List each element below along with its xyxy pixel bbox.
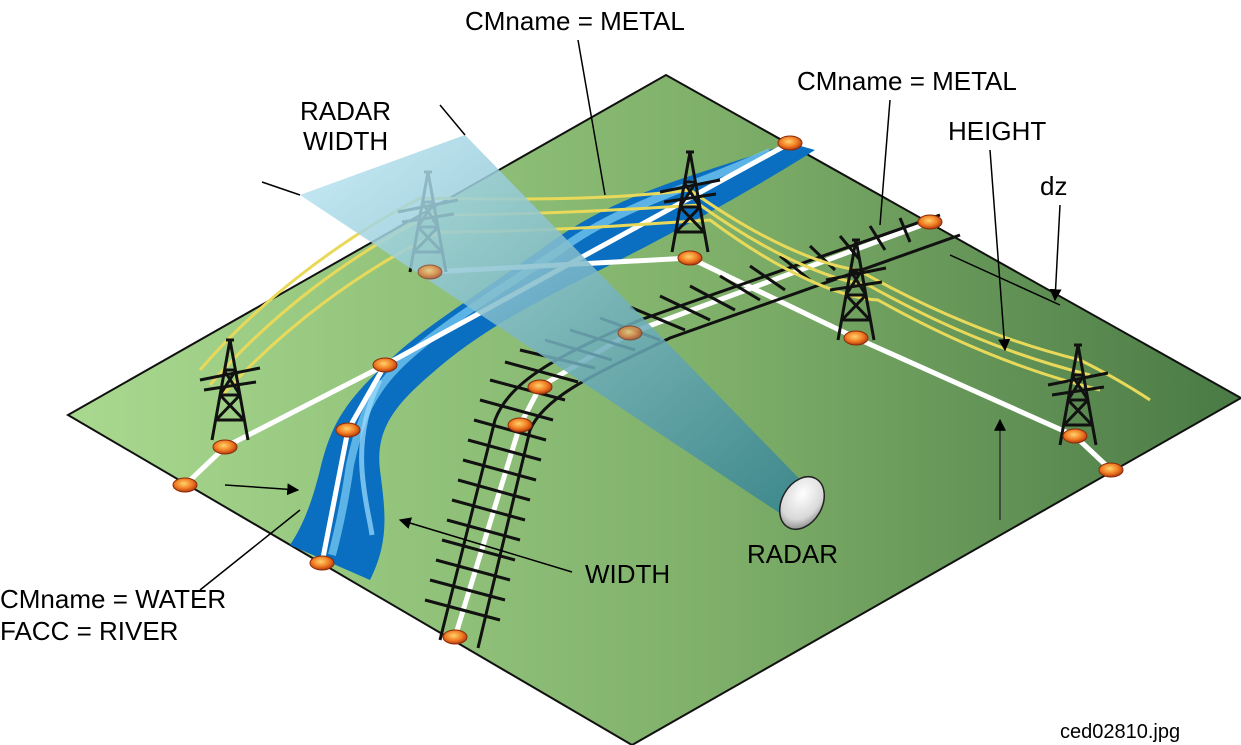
radar-dish-icon xyxy=(778,476,826,530)
vertex-nodes xyxy=(172,135,1124,645)
label-cm-metal-right: CMname = METAL xyxy=(797,66,1017,96)
label-radar: RADAR xyxy=(747,539,838,569)
filename-caption: ced02810.jpg xyxy=(1060,721,1180,743)
label-cm-water: CMname = WATER xyxy=(0,584,226,614)
label-radar-width-line2: WIDTH xyxy=(303,126,388,156)
label-radar-width-line1: RADAR xyxy=(300,96,391,126)
label-dz: dz xyxy=(1040,171,1067,201)
label-width: WIDTH xyxy=(585,559,670,589)
leader-lines xyxy=(199,39,1062,591)
radar-beam xyxy=(300,135,820,520)
label-height: HEIGHT xyxy=(948,116,1046,146)
label-cm-metal-top: CMname = METAL xyxy=(465,6,685,36)
label-facc-river: FACC = RIVER xyxy=(0,616,178,646)
